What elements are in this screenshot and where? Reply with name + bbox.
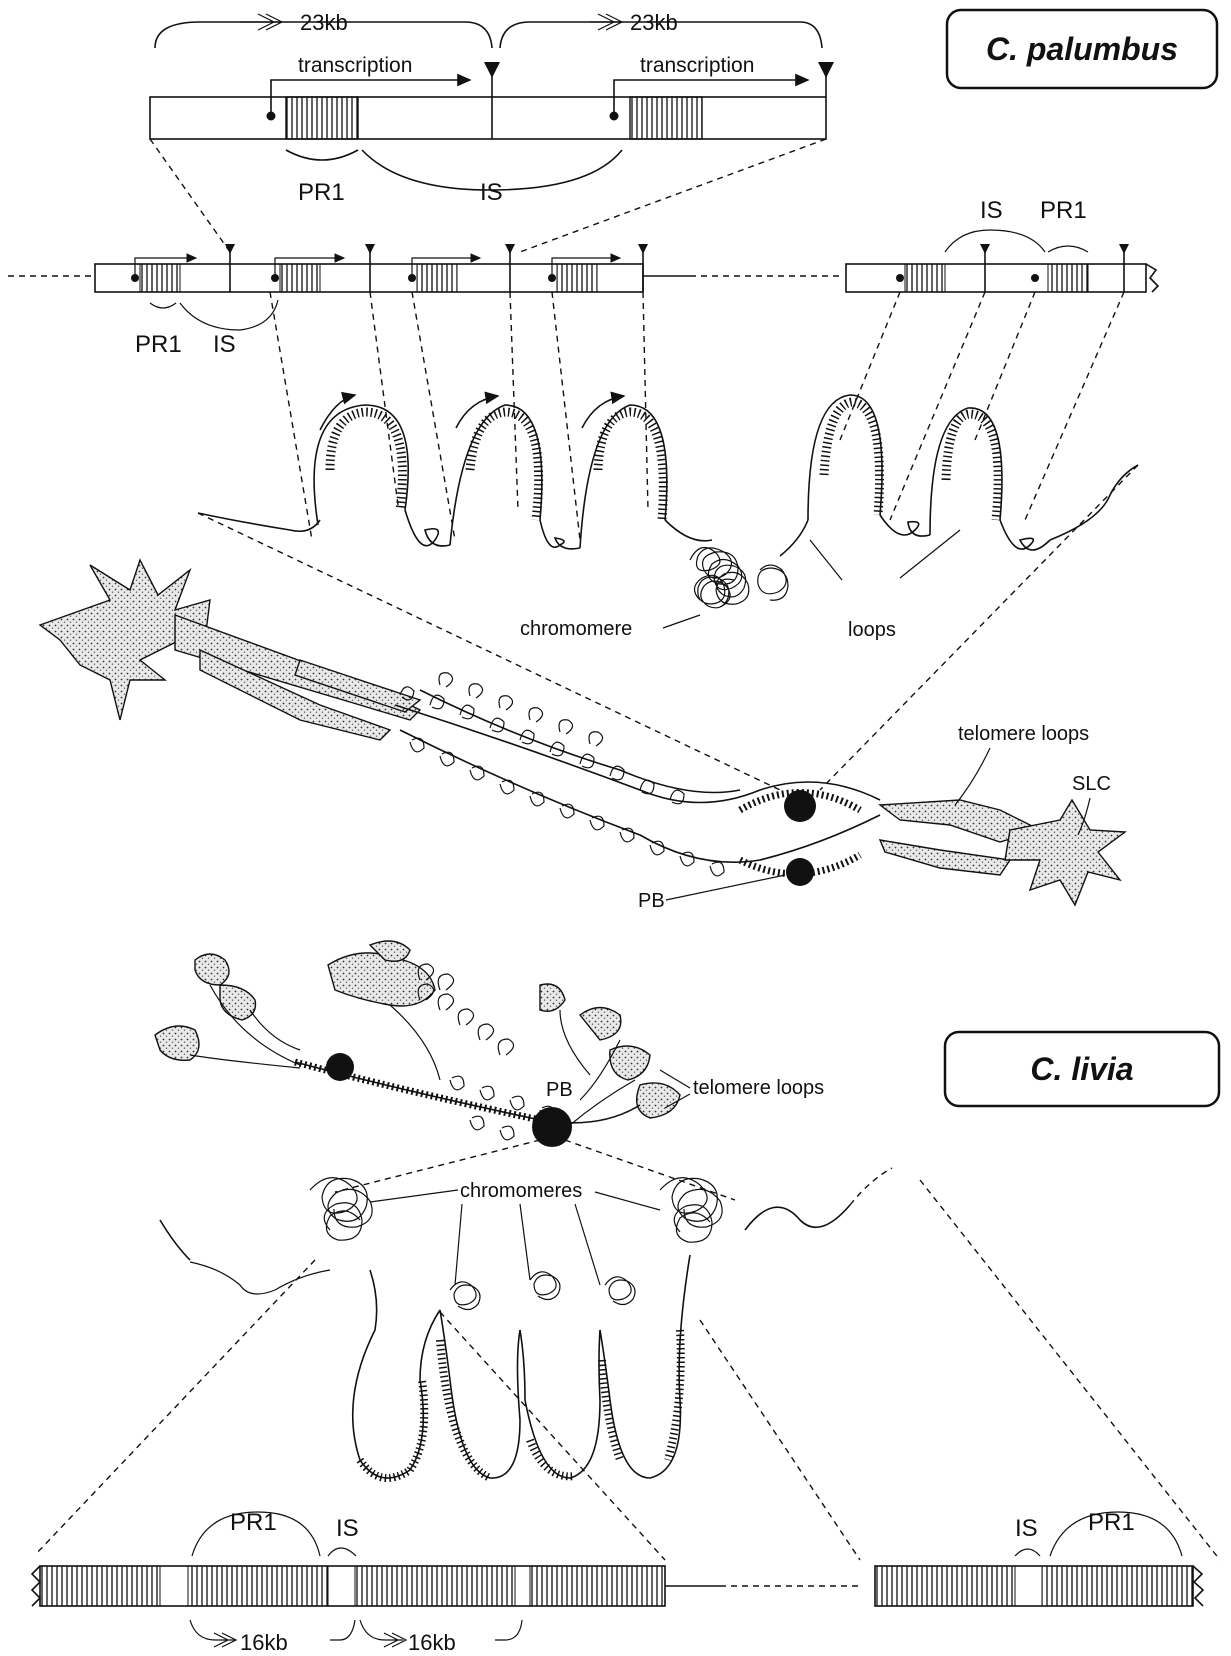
repeat-size-label-bottom-1: 16kb — [240, 1630, 288, 1655]
pr1-label-bottom-right: PR1 — [1088, 1509, 1135, 1536]
bivalent-palumbus: telomere loops SLC PB — [40, 560, 1125, 912]
is-label-top: IS — [480, 179, 503, 206]
species-box-livia: C. livia — [945, 1032, 1219, 1106]
repeat-size-label-bottom-2: 16kb — [408, 1630, 456, 1655]
species-label-palumbus: C. palumbus — [986, 31, 1178, 67]
transcription-label-2: transcription — [640, 54, 754, 77]
pr1-label-bottom-left: PR1 — [230, 1509, 277, 1536]
pr1-label-middle-right: PR1 — [1040, 197, 1087, 224]
is-label-bottom-left: IS — [336, 1515, 359, 1542]
telomere-loops-label-top: telomere loops — [958, 723, 1089, 745]
is-label-bottom-right: IS — [1015, 1515, 1038, 1542]
bottom-gene-map: PR1 IS IS PR1 16kb 16kb — [32, 1509, 1203, 1655]
loops-label: loops — [848, 619, 896, 641]
species-box-palumbus: C. palumbus — [947, 10, 1217, 88]
is-label-middle-left: IS — [213, 331, 236, 358]
telomere-loops-label-bottom: telomere loops — [693, 1077, 824, 1099]
repeat-size-label-1: 23kb — [300, 10, 348, 35]
chromomeres-label: chromomeres — [460, 1180, 582, 1202]
species-label-livia: C. livia — [1030, 1051, 1133, 1087]
transcription-label-1: transcription — [298, 54, 412, 77]
chromomere-label: chromomere — [520, 618, 632, 640]
is-label-middle-right: IS — [980, 197, 1003, 224]
pb-label-top: PB — [638, 890, 665, 912]
chromomere-tangle — [690, 548, 788, 608]
pr1-label-middle-left: PR1 — [135, 331, 182, 358]
repeat-size-label-2: 23kb — [630, 10, 678, 35]
lampbrush-loops-row: chromomere loops — [198, 395, 1138, 641]
pr1-label-top: PR1 — [298, 179, 345, 206]
middle-gene-map: PR1 IS IS PR1 — [8, 197, 1158, 358]
pb-label-bottom: PB — [546, 1079, 573, 1101]
top-repeat-map: 23kb 23kb transcription transcription PR… — [150, 10, 834, 206]
slc-label: SLC — [1072, 773, 1111, 795]
bivalent-livia: PB telomere loops — [155, 941, 824, 1147]
livia-loops-row: chromomeres — [160, 1168, 892, 1478]
